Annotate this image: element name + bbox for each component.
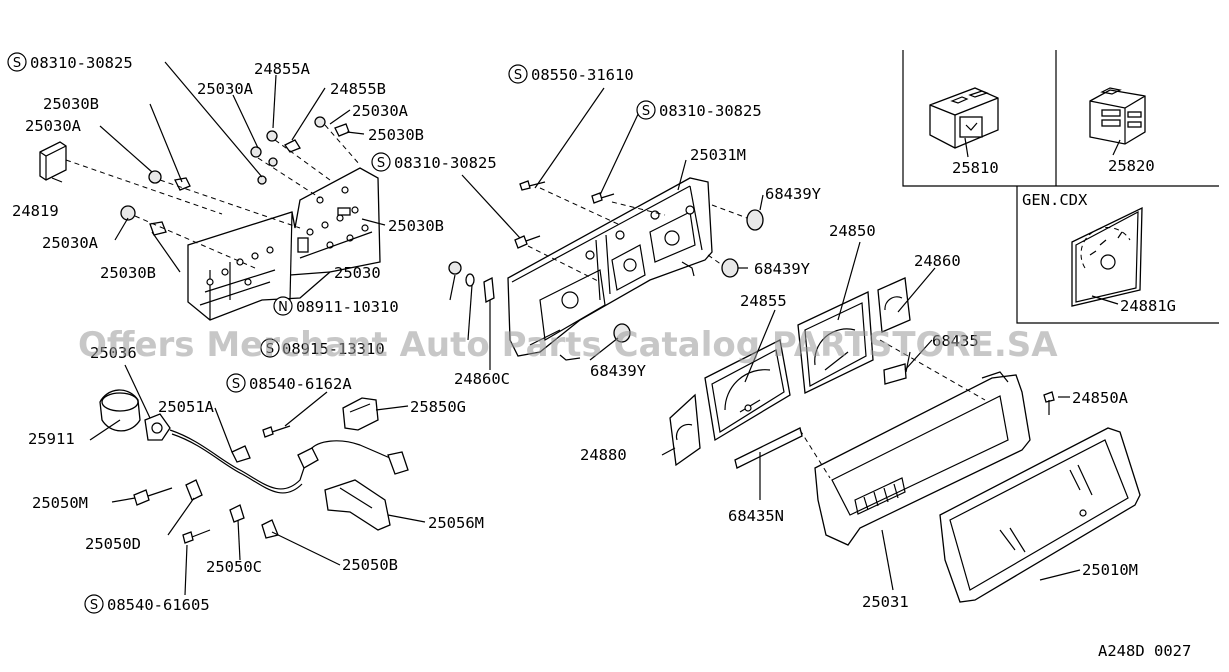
label-08310-30825: 08310-30825 bbox=[394, 154, 497, 172]
svg-text:S: S bbox=[266, 342, 274, 357]
label-25030B: 25030B bbox=[388, 217, 444, 235]
svg-text:S: S bbox=[514, 68, 522, 83]
lens-25010m bbox=[939, 427, 1141, 603]
speedometer-cable bbox=[169, 429, 409, 539]
label-25031: 25031 bbox=[862, 593, 909, 611]
label-25050D: 25050D bbox=[85, 535, 141, 553]
gauge-24860 bbox=[877, 277, 911, 333]
label-25010M: 25010M bbox=[1082, 561, 1138, 579]
gauge-24850 bbox=[797, 291, 874, 394]
label-68435N: 68435N bbox=[728, 507, 784, 525]
nut-washers bbox=[448, 261, 495, 304]
label-24850A: 24850A bbox=[1072, 389, 1129, 407]
svg-text:S: S bbox=[377, 156, 385, 171]
label-25820: 25820 bbox=[1108, 157, 1155, 175]
label-24819: 24819 bbox=[12, 202, 59, 220]
label-08310-30825: 08310-30825 bbox=[659, 102, 762, 120]
svg-text:S: S bbox=[90, 598, 98, 613]
label-25030B: 25030B bbox=[100, 264, 156, 282]
label-24855: 24855 bbox=[740, 292, 787, 310]
label-25036: 25036 bbox=[90, 344, 137, 362]
pinion-25036 bbox=[144, 413, 171, 441]
svg-text:S: S bbox=[13, 56, 21, 71]
label-68439Y: 68439Y bbox=[754, 260, 811, 278]
label-25810: 25810 bbox=[952, 159, 999, 177]
label-08915-13310: 08915-13310 bbox=[282, 340, 385, 358]
bulbs-68439y bbox=[613, 204, 764, 343]
inset-frames bbox=[902, 50, 1219, 324]
label-68435: 68435 bbox=[932, 332, 979, 350]
filter-68435N bbox=[734, 427, 803, 469]
label-25031M: 25031M bbox=[690, 146, 746, 164]
bracket-25056m bbox=[324, 479, 391, 531]
label-25030: 25030 bbox=[334, 264, 381, 282]
label-25056M: 25056M bbox=[428, 514, 484, 532]
leader-lines bbox=[51, 61, 1121, 596]
label-24855B: 24855B bbox=[330, 80, 386, 98]
label-25050B: 25050B bbox=[342, 556, 398, 574]
cap-25911 bbox=[99, 389, 141, 432]
frame-25031 bbox=[799, 339, 1031, 546]
gauge-24855 bbox=[704, 339, 791, 442]
label-25030B: 25030B bbox=[43, 95, 99, 113]
label-25850G: 25850G bbox=[410, 398, 466, 416]
label-08550-31610: 08550-31610 bbox=[531, 66, 634, 84]
svg-text:S: S bbox=[232, 377, 240, 392]
gauge-24880 bbox=[669, 393, 701, 467]
grommet-25850g bbox=[342, 397, 379, 431]
label-25030A: 25030A bbox=[25, 117, 82, 135]
label-25911: 25911 bbox=[28, 430, 75, 448]
label-24860C: 24860C bbox=[454, 370, 510, 388]
clock-25820 bbox=[1089, 87, 1146, 145]
label-25030A: 25030A bbox=[42, 234, 99, 252]
svg-text:S: S bbox=[642, 104, 650, 119]
printed-circuit-25030 bbox=[187, 167, 381, 321]
label-68439Y: 68439Y bbox=[765, 185, 822, 203]
svg-text:N: N bbox=[278, 300, 288, 315]
label-25030B: 25030B bbox=[368, 126, 424, 144]
label-25050C: 25050C bbox=[206, 558, 262, 576]
screws bbox=[133, 180, 1055, 544]
label-25050M: 25050M bbox=[32, 494, 88, 512]
label-08540-6162A: 08540-6162A bbox=[249, 375, 352, 393]
gauge-face-24881g bbox=[1071, 206, 1143, 307]
label-24855A: 24855A bbox=[254, 60, 311, 78]
bulbs-left bbox=[120, 116, 361, 269]
label-24880: 24880 bbox=[580, 446, 627, 464]
inset-title: GEN.CDX bbox=[1022, 191, 1088, 209]
label-24850: 24850 bbox=[829, 222, 876, 240]
label-08310-30825: 08310-30825 bbox=[30, 54, 133, 72]
label-25030A: 25030A bbox=[197, 80, 254, 98]
diagram-code: A248D 0027 bbox=[1098, 642, 1191, 660]
label-25051A: 25051A bbox=[158, 398, 215, 416]
label-08540-61605: 08540-61605 bbox=[107, 596, 210, 614]
clock-25810 bbox=[929, 87, 999, 149]
label-68439Y: 68439Y bbox=[590, 362, 647, 380]
label-24881G: 24881G bbox=[1120, 297, 1176, 315]
label-24860: 24860 bbox=[914, 252, 961, 270]
label-08911-10310: 08911-10310 bbox=[296, 298, 399, 316]
bracket-24819 bbox=[39, 141, 223, 215]
prefix-markers: S S S S N S S S bbox=[7, 52, 656, 614]
label-25030A: 25030A bbox=[352, 102, 409, 120]
filter-68435 bbox=[883, 363, 907, 385]
housing-25031m bbox=[507, 177, 713, 361]
watermark: Offers Merchant Auto Parts Catalog PARTS… bbox=[78, 325, 1058, 365]
part-labels: 08310-30825 24855A 24855B 25030A 25030A … bbox=[12, 54, 1191, 660]
